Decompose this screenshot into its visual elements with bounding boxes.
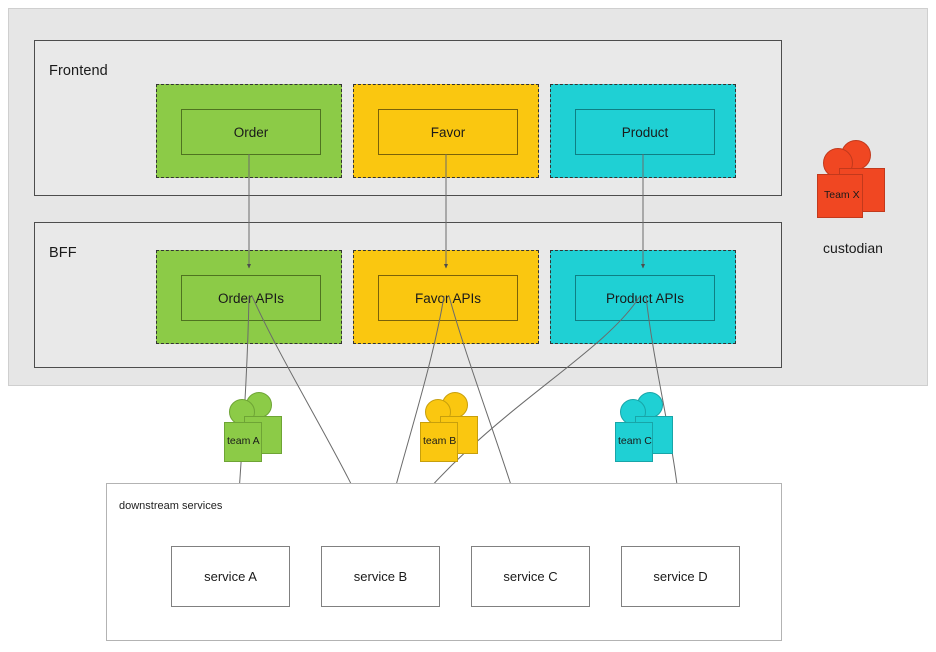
card-product-apis[interactable]: Product APIs	[575, 275, 715, 321]
group-order[interactable]: Order	[156, 84, 342, 178]
actor-team-b[interactable]: team B	[418, 392, 478, 464]
custodian-caption: custodian	[823, 240, 883, 256]
actor-body-front-icon	[224, 422, 262, 462]
layer-bff-label: BFF	[49, 245, 77, 261]
group-favor[interactable]: Favor	[353, 84, 539, 178]
group-order-apis[interactable]: Order APIs	[156, 250, 342, 344]
layer-frontend-label: Frontend	[49, 63, 108, 79]
actor-team-a[interactable]: team A	[222, 392, 282, 464]
card-favor[interactable]: Favor	[378, 109, 518, 155]
card-product[interactable]: Product	[575, 109, 715, 155]
actor-team-x-label: Team X	[824, 189, 860, 201]
card-order-apis[interactable]: Order APIs	[181, 275, 321, 321]
actor-team-a-label: team A	[227, 435, 260, 447]
actor-body-front-icon	[615, 422, 653, 462]
card-favor-apis[interactable]: Favor APIs	[378, 275, 518, 321]
actor-body-front-icon	[420, 422, 458, 462]
card-order[interactable]: Order	[181, 109, 321, 155]
service-b-box[interactable]: service B	[321, 546, 440, 607]
downstream-services-label: downstream services	[119, 500, 223, 512]
actor-team-c-label: team C	[618, 435, 652, 447]
service-a-box[interactable]: service A	[171, 546, 290, 607]
actor-body-front-icon	[817, 174, 863, 218]
group-favor-apis[interactable]: Favor APIs	[353, 250, 539, 344]
group-product[interactable]: Product	[550, 84, 736, 178]
service-d-box[interactable]: service D	[621, 546, 740, 607]
actor-team-c[interactable]: team C	[613, 392, 673, 464]
actor-team-b-label: team B	[423, 435, 457, 447]
actor-team-x[interactable]: Team X	[815, 140, 891, 220]
group-product-apis[interactable]: Product APIs	[550, 250, 736, 344]
service-c-box[interactable]: service C	[471, 546, 590, 607]
